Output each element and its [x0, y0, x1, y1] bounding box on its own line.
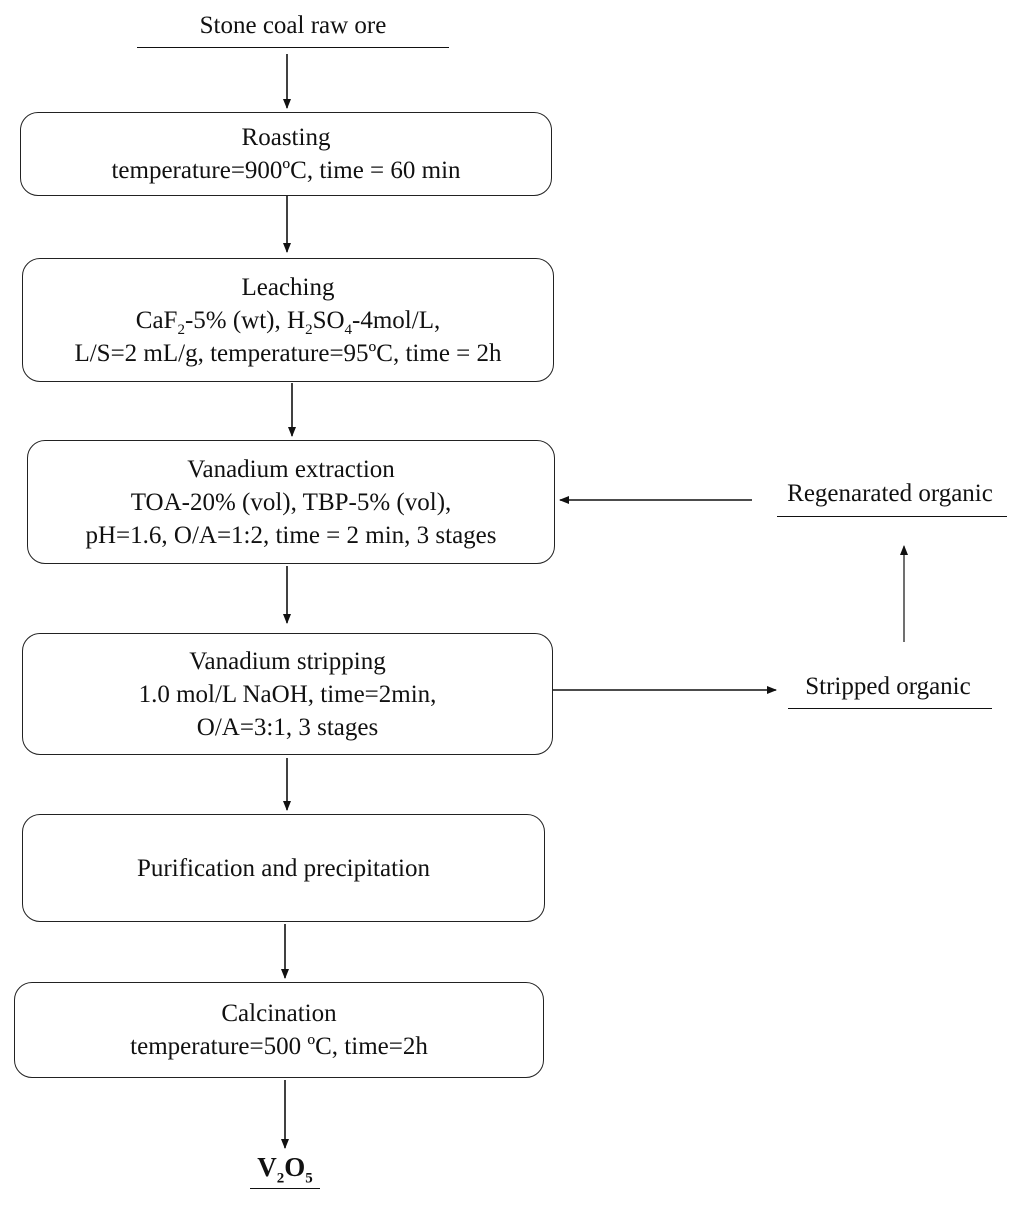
extraction-title: Vanadium extraction	[187, 455, 395, 483]
roasting-title: Roasting	[241, 124, 331, 151]
extraction-conditions: pH=1.6, O/A=1:2, time = 2 min, 3 stages	[85, 521, 497, 549]
calcination-params: temperature=500 ºC, time=2h	[130, 1033, 428, 1060]
purification-title: Purification and precipitation	[137, 854, 430, 882]
extraction-reagents: TOA-20% (vol), TBP-5% (vol),	[130, 488, 452, 516]
stripping-box: Vanadium stripping 1.0 mol/L NaOH, time=…	[22, 633, 553, 755]
calcination-box: Calcination temperature=500 ºC, time=2h	[14, 982, 544, 1078]
extraction-box: Vanadium extraction TOA-20% (vol), TBP-5…	[27, 440, 555, 564]
regenerated-organic-label: Regenarated organic	[787, 480, 993, 507]
regenerated-organic-underline	[777, 516, 1007, 517]
start-underline	[137, 47, 449, 48]
calcination-title: Calcination	[221, 1000, 337, 1027]
leaching-title: Leaching	[241, 273, 335, 301]
product-underline	[250, 1188, 320, 1189]
stripped-organic-label: Stripped organic	[805, 673, 971, 700]
stripping-reagents: 1.0 mol/L NaOH, time=2min,	[138, 680, 437, 708]
leaching-box: Leaching CaF2-5% (wt), H2SO4-4mol/L, L/S…	[22, 258, 554, 382]
stripping-title: Vanadium stripping	[189, 647, 386, 675]
roasting-box: Roasting temperature=900ºC, time = 60 mi…	[20, 112, 552, 196]
leaching-reagents: CaF2-5% (wt), H2SO4-4mol/L,	[135, 306, 441, 338]
purification-box: Purification and precipitation	[22, 814, 545, 922]
stripping-conditions: O/A=3:1, 3 stages	[196, 713, 379, 741]
stripped-organic-underline	[788, 708, 992, 709]
start-label: Stone coal raw ore	[199, 12, 387, 39]
product-label: V2O5	[257, 1152, 313, 1187]
roasting-params: temperature=900ºC, time = 60 min	[111, 157, 461, 184]
leaching-conditions: L/S=2 mL/g, temperature=95ºC, time = 2h	[74, 339, 502, 367]
